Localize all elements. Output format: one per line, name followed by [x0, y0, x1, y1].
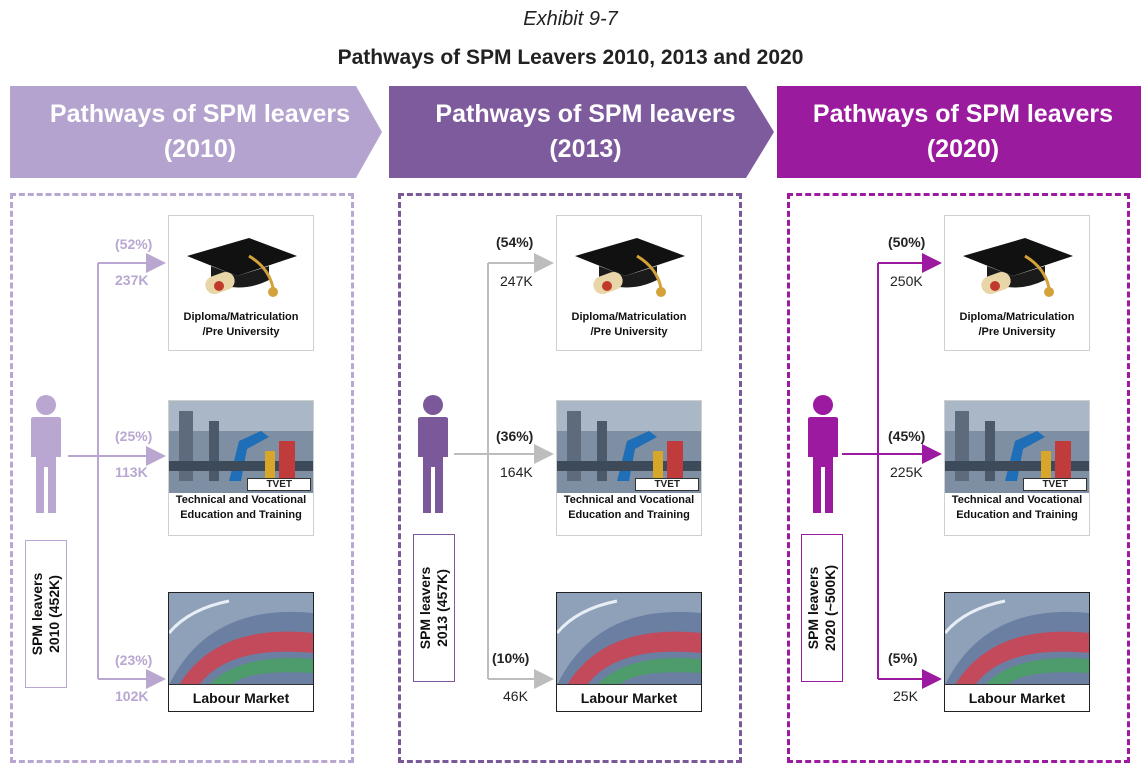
industrial-photo-icon [945, 401, 1089, 493]
path-percent: (50%) [888, 234, 926, 250]
graduation-cap-icon [945, 216, 1089, 310]
path-percent: (5%) [888, 650, 918, 666]
path-count: 25K [893, 688, 918, 704]
card-label: Labour Market [945, 684, 1089, 711]
path-count: 225K [890, 464, 923, 480]
labour-market-card: Labour Market [944, 592, 1090, 712]
labour-market-card: Labour Market [168, 592, 314, 712]
banner-2010: Pathways of SPM leavers (2010) [10, 86, 382, 178]
banner-2013: Pathways of SPM leavers (2013) [389, 86, 774, 178]
card-label: Diploma/Matriculation/Pre University [571, 311, 687, 338]
graduation-cap-icon [169, 216, 313, 310]
diploma-card: Diploma/Matriculation/Pre University [556, 215, 702, 351]
path-count: 250K [890, 273, 923, 289]
exhibit-label: Exhibit 9-7 [523, 8, 618, 30]
labour-market-card: Labour Market [556, 592, 702, 712]
diploma-card: Diploma/Matriculation/Pre University [944, 215, 1090, 351]
tvet-tag: TVET [247, 478, 311, 491]
graduation-cap-icon [557, 216, 701, 310]
tvet-tag: TVET [635, 478, 699, 491]
banner-year: (2010) [163, 135, 237, 163]
path-percent: (54%) [496, 234, 534, 250]
person-icon [808, 395, 838, 513]
tvet-tag: TVET [1023, 478, 1087, 491]
chart-title: Pathways of SPM Leavers 2010, 2013 and 2… [337, 46, 804, 69]
banner-title: Pathways of SPM leavers [812, 100, 1114, 128]
industrial-photo-icon [169, 401, 313, 493]
stock-market-photo-icon [169, 593, 313, 685]
card-label: Labour Market [557, 684, 701, 711]
banner-title: Pathways of SPM leavers [49, 100, 351, 128]
stock-market-photo-icon [557, 593, 701, 685]
card-label: Labour Market [169, 684, 313, 711]
path-percent: (10%) [492, 650, 530, 666]
path-percent: (36%) [496, 428, 534, 444]
path-count: 164K [500, 464, 533, 480]
path-percent: (25%) [115, 428, 153, 444]
person-icon [418, 395, 448, 513]
banner-year: (2013) [549, 135, 622, 163]
path-percent: (52%) [115, 236, 153, 252]
banner-year: (2020) [926, 135, 1000, 163]
diploma-card: Diploma/Matriculation/Pre University [168, 215, 314, 351]
industrial-photo-icon [557, 401, 701, 493]
path-count: 113K [115, 464, 148, 480]
path-percent: (23%) [115, 652, 153, 668]
banner-title: Pathways of SPM leavers [435, 100, 736, 128]
path-count: 46K [503, 688, 528, 704]
card-label: Diploma/Matriculation/Pre University [959, 311, 1075, 338]
path-count: 237K [115, 272, 149, 288]
banner-2020: Pathways of SPM leavers (2020) [777, 86, 1141, 178]
card-label: Diploma/Matriculation/Pre University [183, 311, 299, 338]
path-count: 247K [500, 273, 533, 289]
path-percent: (45%) [888, 428, 926, 444]
path-count: 102K [115, 688, 149, 704]
stock-market-photo-icon [945, 593, 1089, 685]
person-icon [31, 395, 61, 513]
